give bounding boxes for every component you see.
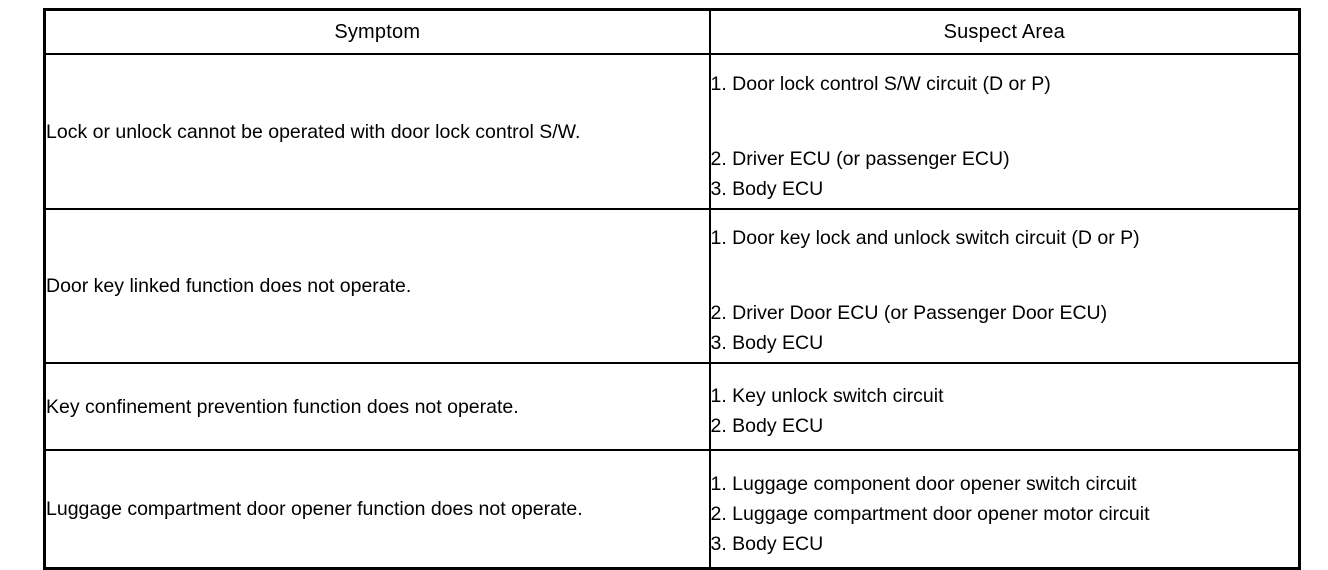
suspect-area-item: 3. Body ECU (710, 177, 824, 200)
symptom-cell: Key confinement prevention function does… (43, 362, 711, 451)
document-page: Symptom Suspect Area Lock or unlock cann… (43, 8, 1301, 570)
column-header-suspect-area: Suspect Area (708, 8, 1301, 55)
table-header: Symptom Suspect Area (43, 8, 1301, 55)
suspect-area-cell: 1. Luggage component door opener switch … (708, 449, 1301, 570)
symptom-text: Key confinement prevention function does… (46, 395, 519, 418)
table-row: Luggage compartment door opener function… (43, 449, 1301, 570)
column-header-symptom: Symptom (43, 8, 711, 55)
symptom-text: Luggage compartment door opener function… (46, 498, 583, 520)
suspect-area-item: 3. Body ECU (710, 532, 824, 555)
suspect-area-item: 3. Body ECU (710, 332, 824, 354)
suspect-area-list: 1. Luggage component door opener switch … (711, 469, 1299, 559)
suspect-area-cell: 1. Key unlock switch circuit 2. Body ECU (708, 362, 1301, 451)
symptom-cell: Lock or unlock cannot be operated with d… (43, 53, 711, 210)
suspect-area-cell: 1. Door key lock and unlock switch circu… (708, 208, 1301, 364)
table-row: Key confinement prevention function does… (43, 362, 1301, 451)
symptom-suspect-area-table: Symptom Suspect Area Lock or unlock cann… (43, 8, 1301, 570)
header-row: Symptom Suspect Area (43, 8, 1301, 55)
column-header-suspect-area-label: Suspect Area (943, 21, 1065, 43)
symptom-text: Lock or unlock cannot be operated with d… (46, 120, 581, 143)
suspect-area-item: 2. Driver Door ECU (or Passenger Door EC… (710, 302, 1108, 324)
suspect-area-item: 2. Driver ECU (or passenger ECU) (710, 147, 1010, 170)
suspect-area-item: 1. Key unlock switch circuit (710, 384, 944, 407)
table-body: Lock or unlock cannot be operated with d… (43, 53, 1301, 570)
column-header-symptom-label: Symptom (334, 21, 421, 43)
table-row: Lock or unlock cannot be operated with d… (43, 53, 1301, 210)
suspect-area-list: 1. Door key lock and unlock switch circu… (711, 223, 1299, 358)
suspect-area-list: 1. Door lock control S/W circuit (D or P… (711, 69, 1299, 204)
suspect-area-list: 1. Key unlock switch circuit 2. Body ECU (711, 381, 1299, 441)
suspect-area-item: 1. Door key lock and unlock switch circu… (710, 227, 1140, 249)
table-row: Door key linked function does not operat… (43, 208, 1301, 364)
suspect-area-item: 1. Luggage component door opener switch … (710, 472, 1137, 495)
suspect-area-item: 2. Luggage compartment door opener motor… (710, 502, 1150, 525)
symptom-text: Door key linked function does not operat… (46, 275, 412, 297)
suspect-area-cell: 1. Door lock control S/W circuit (D or P… (708, 53, 1301, 210)
symptom-cell: Luggage compartment door opener function… (43, 449, 711, 570)
suspect-area-item: 1. Door lock control S/W circuit (D or P… (710, 72, 1051, 95)
symptom-cell: Door key linked function does not operat… (43, 208, 711, 364)
suspect-area-item: 2. Body ECU (710, 414, 824, 437)
